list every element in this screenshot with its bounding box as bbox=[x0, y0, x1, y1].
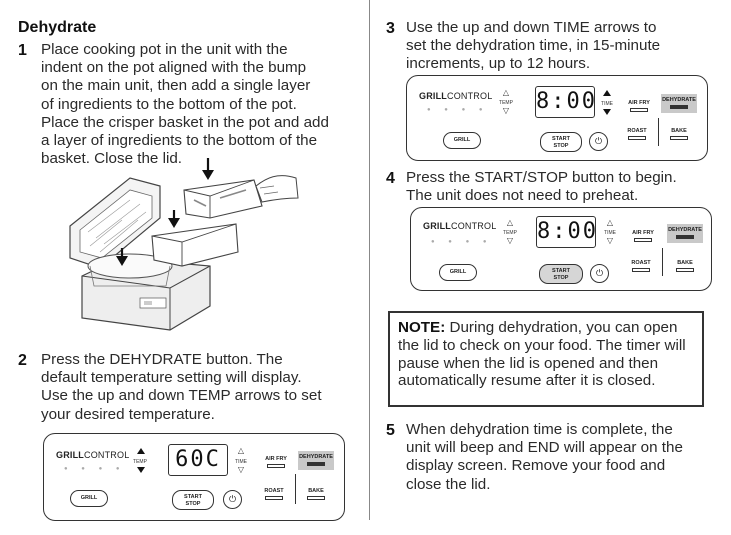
power-icon[interactable]: ⏻ bbox=[590, 264, 609, 283]
temp-label: TEMP bbox=[133, 459, 147, 465]
step-1-line: on the main unit, then add a single laye… bbox=[41, 77, 311, 95]
time-label: TIME bbox=[601, 101, 613, 107]
divider-line bbox=[295, 474, 296, 504]
time-down-arrow-icon[interactable]: ▽ bbox=[237, 465, 245, 474]
step-3-line: Use the up and down TIME arrows to bbox=[406, 19, 657, 36]
temp-up-arrow-icon[interactable] bbox=[137, 448, 145, 454]
dehydrate-button[interactable]: DEHYDRATE bbox=[661, 94, 697, 113]
step-2-text: Press the DEHYDRATE button. The default … bbox=[41, 351, 361, 424]
time-label: TIME bbox=[235, 459, 247, 465]
lcd-display: 60C bbox=[168, 444, 228, 476]
lcd-display: 8:00 bbox=[536, 216, 596, 248]
section-heading: Dehydrate bbox=[18, 19, 97, 36]
divider-line bbox=[662, 248, 663, 276]
note-label: NOTE: bbox=[398, 319, 446, 336]
step-4-text: Press the START/STOP button to begin. Th… bbox=[406, 169, 726, 205]
step-1-line: basket. Close the lid. bbox=[41, 150, 182, 168]
temp-down-arrow-icon[interactable] bbox=[137, 467, 145, 473]
grill-button[interactable]: GRILL bbox=[70, 490, 108, 507]
grill-button[interactable]: GRILL bbox=[439, 264, 477, 281]
brand-label: GRILLCONTROL bbox=[56, 450, 130, 460]
step-5-line: close the lid. bbox=[406, 475, 491, 493]
time-down-arrow-icon[interactable] bbox=[603, 109, 611, 115]
step-5-line: display screen. Remove your food and bbox=[406, 457, 666, 475]
step-2-number: 2 bbox=[18, 352, 27, 369]
temp-level-icons: ● ● ● ● bbox=[431, 239, 493, 245]
bake-button[interactable]: BAKE bbox=[667, 260, 703, 272]
grill-button[interactable]: GRILL bbox=[443, 132, 481, 149]
temp-up-arrow-icon[interactable]: △ bbox=[506, 218, 514, 227]
step-4-line: Press the START/STOP button to begin. bbox=[406, 169, 677, 186]
step-5-line: unit will beep and END will appear on th… bbox=[406, 439, 683, 457]
note-box: NOTE: During dehydration, you can open t… bbox=[388, 311, 704, 407]
step-4-line: The unit does not need to preheat. bbox=[406, 187, 639, 205]
roast-button[interactable]: ROAST bbox=[623, 260, 659, 272]
temp-down-arrow-icon[interactable]: ▽ bbox=[502, 106, 510, 115]
note-text: During dehydration, you can open the lid… bbox=[398, 319, 686, 390]
time-down-arrow-icon[interactable]: ▽ bbox=[606, 236, 614, 245]
step-5-number: 5 bbox=[386, 422, 395, 439]
roast-button[interactable]: ROAST bbox=[256, 488, 292, 500]
time-up-arrow-icon[interactable]: △ bbox=[237, 446, 245, 455]
control-panel-step3: GRILLCONTROL ● ● ● ● GRILL △ TEMP ▽ 8:00… bbox=[406, 75, 708, 161]
step-1-line: Place cooking pot in the unit with the bbox=[41, 41, 288, 58]
dehydrate-button[interactable]: DEHYDRATE bbox=[667, 224, 703, 243]
roast-button[interactable]: ROAST bbox=[619, 128, 655, 140]
step-1-text: Place cooking pot in the unit with the i… bbox=[41, 41, 361, 168]
control-panel-step4: GRILLCONTROL ● ● ● ● GRILL △ TEMP ▽ 8:00… bbox=[410, 207, 712, 291]
temp-level-icons: ● ● ● ● bbox=[64, 466, 126, 472]
air-fry-button[interactable]: AIR FRY bbox=[258, 456, 294, 468]
bake-button[interactable]: BAKE bbox=[661, 128, 697, 140]
temp-level-icons: ● ● ● ● bbox=[427, 107, 489, 113]
step-5-text: When dehydration time is complete, the u… bbox=[406, 421, 726, 494]
step-2-line: your desired temperature. bbox=[41, 405, 215, 423]
step-3-line: set the dehydration time, in 15-minute bbox=[406, 37, 661, 55]
divider-line bbox=[658, 118, 659, 146]
power-icon[interactable]: ⏻ bbox=[589, 132, 608, 151]
step-2-line: Use the up and down TEMP arrows to set bbox=[41, 387, 322, 405]
step-1-line: indent on the pot aligned with the bump bbox=[41, 59, 307, 77]
temp-label: TEMP bbox=[499, 100, 513, 106]
time-label: TIME bbox=[604, 230, 616, 236]
air-fry-button[interactable]: AIR FRY bbox=[625, 230, 661, 242]
step-1-line: of ingredients to the bottom of the pot. bbox=[41, 95, 297, 113]
bake-button[interactable]: BAKE bbox=[298, 488, 334, 500]
step-5-line: When dehydration time is complete, the bbox=[406, 421, 673, 438]
grill-assembly-illustration bbox=[69, 158, 299, 331]
step-3-text: Use the up and down TIME arrows to set t… bbox=[406, 19, 726, 74]
temp-up-arrow-icon[interactable]: △ bbox=[502, 88, 510, 97]
air-fry-button[interactable]: AIR FRY bbox=[621, 100, 657, 112]
step-2-line: default temperature setting will display… bbox=[41, 369, 302, 387]
step-3-line: increments, up to 12 hours. bbox=[406, 55, 591, 73]
time-up-arrow-icon[interactable] bbox=[603, 90, 611, 96]
brand-label: GRILLCONTROL bbox=[423, 221, 497, 231]
dehydrate-button[interactable]: DEHYDRATE bbox=[298, 451, 334, 470]
step-1-line: Place the crisper basket in the pot and … bbox=[41, 113, 329, 131]
step-3-number: 3 bbox=[386, 20, 395, 37]
step-2-line: Press the DEHYDRATE button. The bbox=[41, 351, 283, 368]
step-1-line: a layer of ingredients to the bottom of … bbox=[41, 132, 318, 150]
column-divider bbox=[369, 0, 370, 520]
temp-down-arrow-icon[interactable]: ▽ bbox=[506, 236, 514, 245]
step-4-number: 4 bbox=[386, 170, 395, 187]
step-1-number: 1 bbox=[18, 42, 27, 59]
temp-label: TEMP bbox=[503, 230, 517, 236]
control-panel-step2: GRILLCONTROL ● ● ● ● GRILL TEMP 60C △ TI… bbox=[43, 433, 345, 521]
time-up-arrow-icon[interactable]: △ bbox=[606, 218, 614, 227]
power-icon[interactable]: ⏻ bbox=[223, 490, 242, 509]
brand-label: GRILLCONTROL bbox=[419, 91, 493, 101]
lcd-display: 8:00 bbox=[535, 86, 595, 118]
